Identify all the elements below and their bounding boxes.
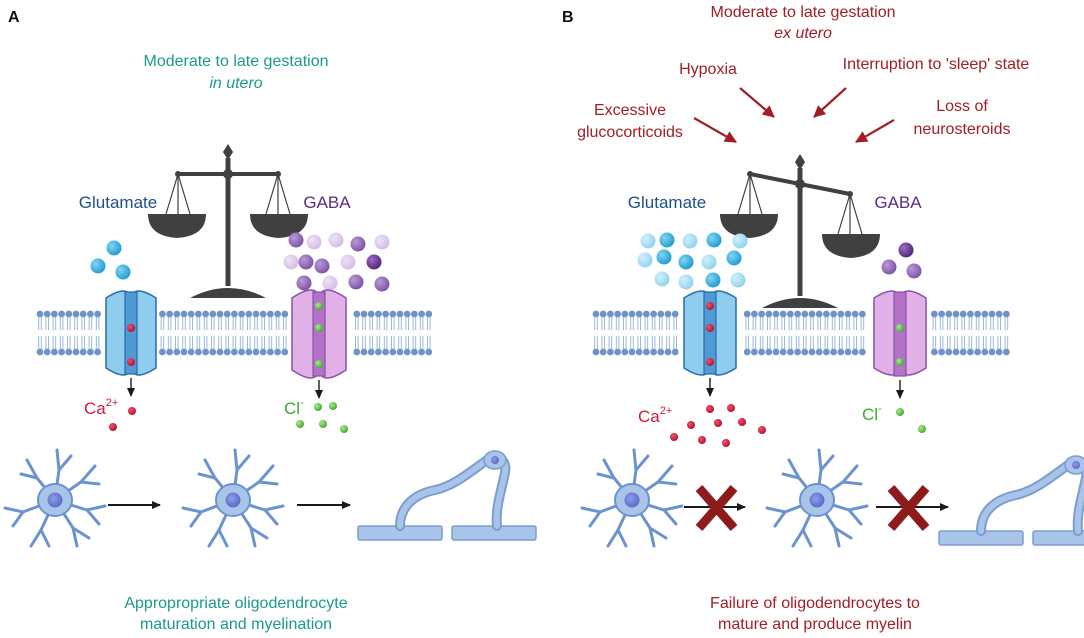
panel-a-calcium-label: Ca2+	[84, 397, 118, 418]
panel-b-chloride-label: Cl-	[862, 403, 882, 424]
panel-a-heading-line2: in utero	[209, 75, 262, 92]
panel-b-gaba-label: GABA	[874, 193, 922, 212]
panel-a-gaba-molecules	[283, 232, 390, 292]
panel-a-letter: A	[8, 9, 20, 26]
oligodendrocyte-icon	[765, 448, 869, 548]
panel-a-gaba-channel	[291, 289, 347, 379]
oligodendrocyte-icon	[181, 448, 285, 548]
panel-a-caption-line1: Appropropriate oligodendrocyte	[124, 595, 347, 612]
panel-a-chloride-label: Cl-	[284, 397, 304, 418]
balance-scale-icon	[720, 153, 880, 309]
factor-sleep: Interruption to 'sleep' state	[843, 56, 1030, 73]
panel-a-membrane	[36, 310, 433, 356]
panel-b-heading-line1: Moderate to late gestation	[710, 4, 895, 21]
panel-a-glutamate-molecules	[90, 240, 131, 280]
factor-arrows	[693, 87, 895, 143]
oligodendrocyte-icon	[580, 448, 684, 548]
panel-b-glutamate-label: Glutamate	[628, 193, 706, 212]
factor-neurosteroids-line2: neurosteroids	[914, 121, 1011, 138]
panel-b-caption-line1: Failure of oligodendrocytes to	[710, 595, 920, 612]
balance-scale-icon	[148, 143, 308, 299]
block-x-icon	[695, 485, 738, 531]
panel-b-chloride-ions	[896, 408, 926, 433]
factor-glucocorticoids-line1: Excessive	[594, 102, 666, 119]
panel-b-calcium-ions	[670, 404, 766, 447]
factor-neurosteroids-line1: Loss of	[936, 98, 988, 115]
myelin-icon	[939, 456, 1084, 545]
panel-b-heading-line2: ex utero	[774, 25, 832, 42]
factor-hypoxia: Hypoxia	[679, 61, 737, 78]
panel-a-glutamate-channel	[105, 290, 157, 376]
panel-a-heading-line1: Moderate to late gestation	[143, 53, 328, 70]
panel-a-calcium-ions	[109, 407, 136, 431]
panel-b-gaba-molecules	[881, 242, 922, 279]
panel-b-membrane	[592, 310, 1010, 356]
panel-b-letter: B	[562, 9, 574, 26]
panel-a-glutamate-label: Glutamate	[79, 193, 157, 212]
oligodendrocyte-icon	[3, 448, 107, 548]
panel-b-glutamate-molecules	[637, 232, 748, 290]
panel-b-caption-line2: mature and produce myelin	[718, 616, 912, 633]
block-x-icon	[887, 485, 930, 531]
panel-a-chloride-ions	[296, 402, 348, 433]
panel-b-calcium-label: Ca2+	[638, 405, 672, 426]
panel-b-glutamate-channel	[683, 290, 737, 376]
myelin-icon	[358, 451, 536, 540]
panel-a-gaba-label: GABA	[303, 193, 351, 212]
panel-a-caption-line2: maturation and myelination	[140, 616, 332, 633]
factor-glucocorticoids-line2: glucocorticoids	[577, 124, 683, 141]
panel-b-gaba-channel	[873, 290, 927, 377]
